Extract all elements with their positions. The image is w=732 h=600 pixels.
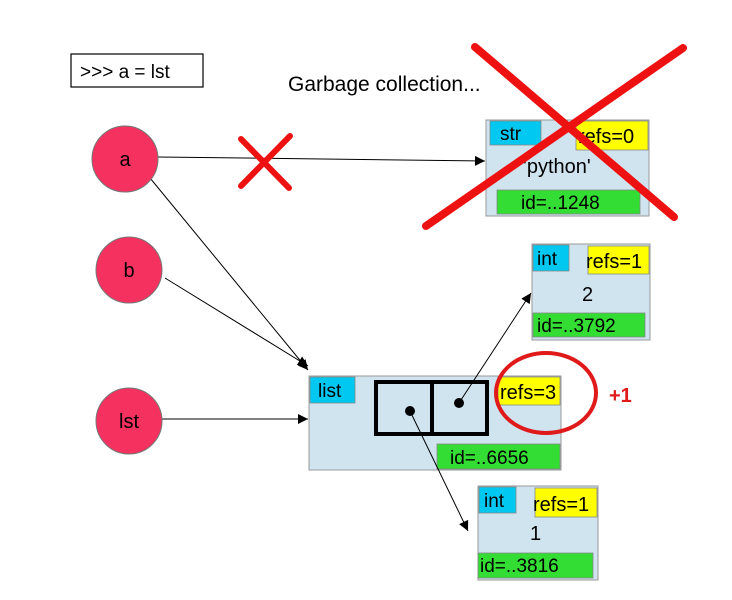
- list-type-tag: list: [318, 381, 342, 402]
- variable-lst-label: lst: [119, 411, 139, 433]
- arrow-slot1-to-int2: [458, 292, 532, 404]
- int-2-object: int refs=1 2 id=..3792: [531, 243, 651, 341]
- broken-reference-cross-icon: [238, 133, 293, 191]
- variable-lst: lst: [95, 387, 163, 455]
- collected-cross-icon: [422, 43, 687, 230]
- int-2-type-tag: int: [537, 249, 558, 270]
- str-id-tag: id=..1248: [521, 193, 600, 214]
- code-box: >>> a = lst: [70, 53, 204, 88]
- int-2-refs-tag: refs=1: [586, 251, 642, 273]
- int-1-id-tag: id=..3816: [480, 556, 559, 577]
- list-refs-tag: refs=3: [500, 382, 556, 404]
- caption: Garbage collection...: [288, 73, 481, 96]
- str-object: str refs=0 'python' id=..1248: [485, 119, 650, 217]
- int-1-refs-tag: refs=1: [533, 494, 589, 516]
- refs-highlight-ellipse: [494, 351, 598, 435]
- arrow-b-to-list: [164, 277, 309, 367]
- increment-label: +1: [609, 385, 632, 407]
- int-1-value: 1: [530, 523, 541, 545]
- arrow-slot0-to-int1: [409, 410, 469, 532]
- list-object: list refs=3 id=..6656: [308, 375, 562, 471]
- variable-b-label: b: [123, 260, 134, 282]
- variable-a-label: a: [119, 149, 131, 171]
- arrow-a-to-list: [149, 177, 309, 371]
- int-2-value: 2: [582, 284, 593, 306]
- int-1-type-tag: int: [484, 491, 505, 512]
- list-id-tag: id=..6656: [450, 448, 529, 469]
- int-2-id-tag: id=..3792: [537, 316, 616, 337]
- arrows: [149, 155, 532, 532]
- int-1-object: int refs=1 1 id=..3816: [477, 485, 599, 581]
- str-type-tag: str: [500, 124, 522, 145]
- code-text: >>> a = lst: [80, 62, 171, 83]
- arrow-a-to-str: [157, 155, 486, 166]
- variable-b: b: [95, 236, 163, 304]
- variable-a: a: [91, 125, 159, 193]
- str-value: 'python': [523, 156, 591, 178]
